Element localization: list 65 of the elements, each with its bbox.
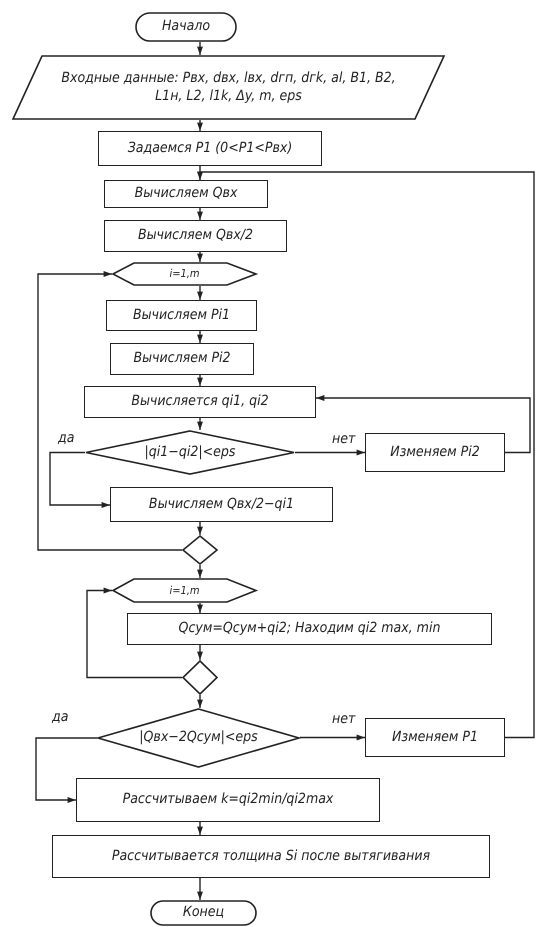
- arrow: [197, 822, 203, 835]
- step-text: Задаемся P1 (0<P1<Рвх): [126, 140, 294, 158]
- arrow: [197, 375, 203, 386]
- step-text: Вычисляем Qвх/2: [136, 227, 254, 245]
- process-box: [365, 718, 505, 757]
- step-text: Вычисляем Pi2: [132, 350, 232, 368]
- arrow: [197, 695, 203, 708]
- step-text: Начало: [160, 18, 212, 36]
- arrow: [197, 878, 203, 900]
- arrow: [197, 208, 203, 220]
- arrow: [197, 565, 203, 578]
- arrow: [197, 171, 535, 738]
- edge-label: да: [50, 710, 70, 726]
- step-text: Вычисляется qi1, qi2: [130, 393, 270, 411]
- step-text: Изменяем P1: [390, 728, 480, 746]
- loop-text: i=1,m: [168, 584, 201, 598]
- arrow: [197, 522, 203, 535]
- process-box: [52, 835, 490, 878]
- process-box: [104, 180, 268, 208]
- process-box: [365, 433, 505, 472]
- step-text: Конец: [182, 904, 226, 922]
- step-text: Рассчитывается толщина Si после вытягивания: [110, 848, 432, 866]
- process-box: [110, 343, 254, 375]
- arrow: [295, 450, 365, 456]
- process-box: [110, 487, 333, 522]
- arrow: [197, 252, 203, 262]
- arrow: [197, 331, 203, 343]
- arrow: [197, 418, 203, 430]
- decision-diamond-empty: [182, 660, 218, 695]
- condition-text: |Qвх−2Qсум|<eps: [138, 729, 259, 747]
- arrow: [37, 271, 182, 551]
- process-box: [127, 613, 492, 645]
- condition-text: |qi1−qi2|<eps: [144, 444, 236, 462]
- process-box: [84, 386, 316, 418]
- loop-hexagon: [112, 262, 257, 286]
- step-text: Вычисляем Qвх/2−qi1: [148, 496, 296, 514]
- step-text: Изменяем Pi2: [389, 444, 481, 462]
- input-parallelogram: [12, 55, 445, 120]
- arrow: [197, 603, 203, 613]
- loop-hexagon: [112, 578, 257, 603]
- arrow: [316, 395, 531, 454]
- step-text: Рассчитываем k=qi2min/qi2max: [122, 791, 334, 809]
- process-box: [76, 778, 380, 822]
- loop-text: i=1,m: [168, 267, 201, 281]
- terminator: [150, 900, 257, 926]
- arrow: [197, 645, 203, 660]
- process-box: [104, 220, 287, 252]
- arrow: [197, 120, 203, 131]
- arrow: [86, 588, 182, 678]
- step-text: Входные данные: Рвх, dвх, lвх, dгп, dгk, al, B1, B2, L1н, L2, l1k, Δy, m, eps: [60, 70, 397, 105]
- arrow: [197, 42, 203, 55]
- terminator: [135, 12, 237, 42]
- step-text: Вычисляем Qвх: [134, 185, 238, 203]
- decision-diamond: [97, 708, 300, 768]
- process-box: [98, 131, 322, 166]
- arrow: [35, 737, 97, 803]
- arrow: [49, 452, 110, 508]
- decision-diamond-empty: [182, 535, 218, 565]
- step-text: Qсум=Qсум+qi2; Находим qi2 max, min: [178, 620, 442, 638]
- step-text: Вычисляем Pi1: [132, 306, 232, 324]
- arrow: [300, 734, 365, 740]
- arrow: [197, 286, 203, 300]
- process-box: [106, 300, 257, 331]
- decision-diamond: [85, 430, 295, 475]
- edge-label: да: [56, 431, 76, 446]
